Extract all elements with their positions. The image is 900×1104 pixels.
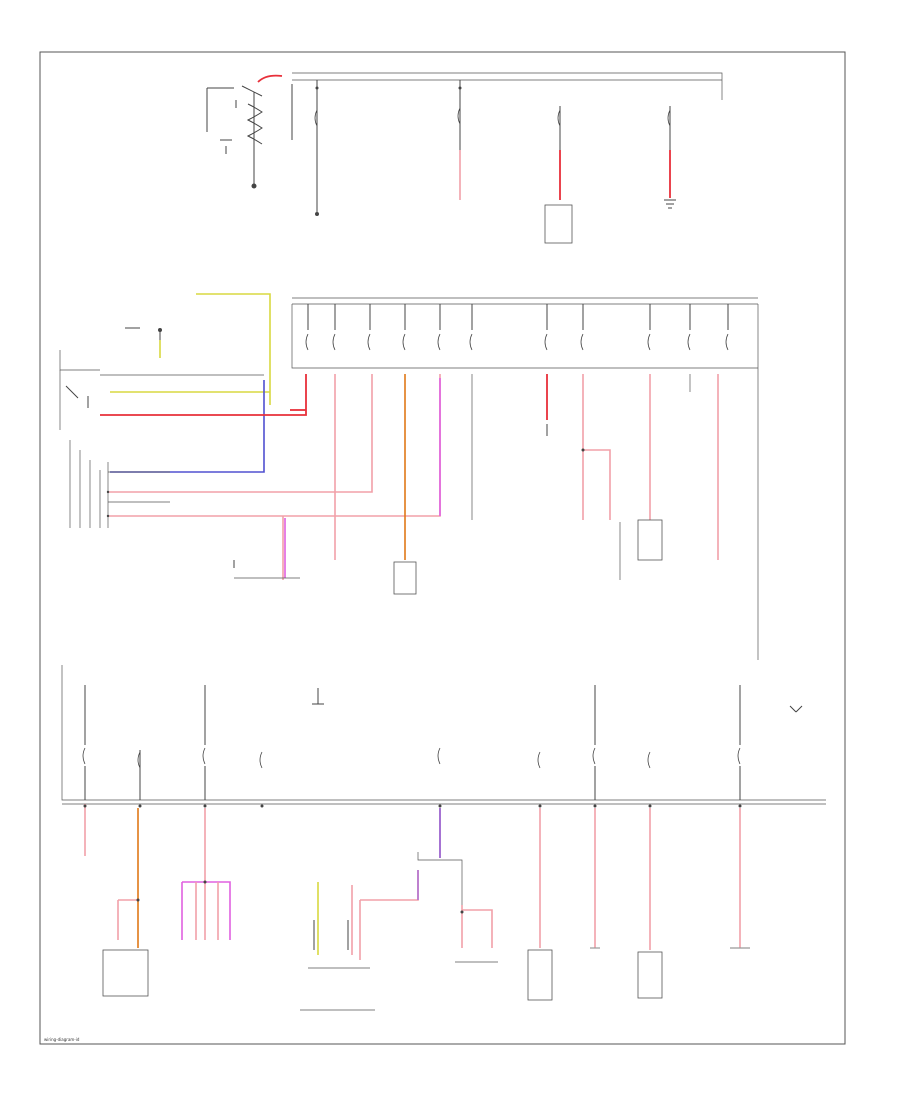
terminal-markers xyxy=(83,448,742,914)
bottom-load-wiring xyxy=(84,804,750,1011)
generator-column xyxy=(314,80,319,216)
fuse-column-3 xyxy=(544,106,573,244)
diagram-frame xyxy=(39,51,846,1045)
fuse-column-2 xyxy=(457,80,462,200)
middle-fuse-bus xyxy=(291,297,759,660)
module-to-fuse-wires xyxy=(108,374,473,595)
middle-right-wiring xyxy=(546,374,719,580)
fuse-column-4 xyxy=(664,106,676,209)
footer-id-label: wiring-diagram-id xyxy=(44,1037,80,1042)
bottom-fuse-bus xyxy=(61,665,826,805)
left-control-wiring xyxy=(59,293,307,528)
battery-section xyxy=(206,72,723,189)
